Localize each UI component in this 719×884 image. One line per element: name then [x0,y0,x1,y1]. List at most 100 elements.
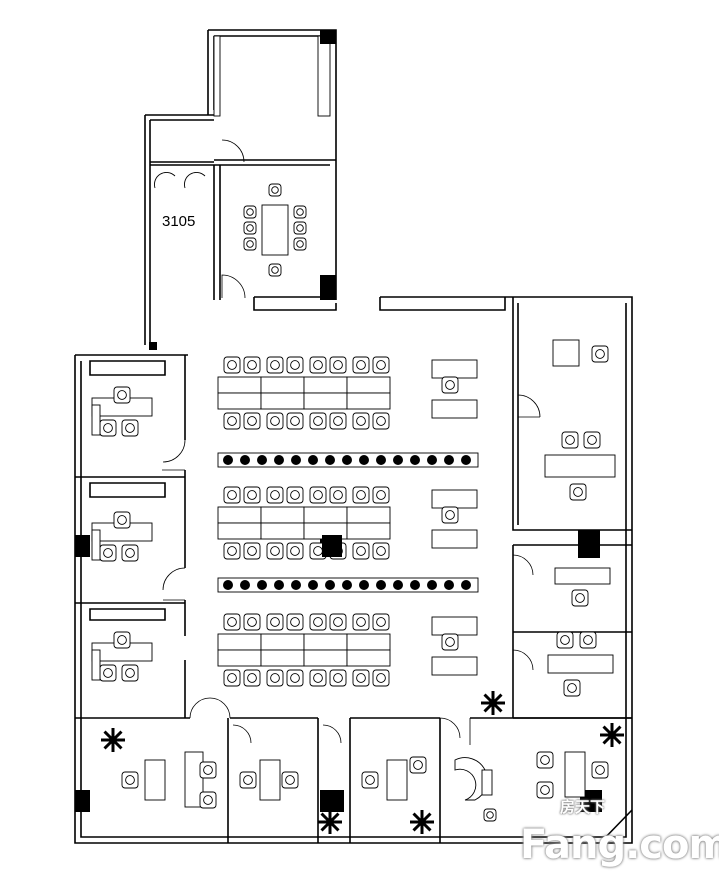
lounge-chair [154,172,176,189]
chair-seat [103,423,113,433]
desk [303,649,348,667]
furniture [91,172,624,834]
desk [303,633,348,651]
chair-seat [270,546,280,556]
chair-seat [575,593,585,603]
chair-seat [333,673,343,683]
chair-seat [376,416,386,426]
desk [431,399,478,419]
planter-plant [342,455,352,465]
chair-seat [587,435,597,445]
chair-seat [573,487,583,497]
desk [184,751,204,808]
chair-seat [271,186,279,194]
desk [547,654,614,674]
chair-seat [567,683,577,693]
walls [74,29,633,844]
columns [75,30,602,812]
chair-seat [270,673,280,683]
planter-plant [325,455,335,465]
chair-seat [376,360,386,370]
planter-plant [274,455,284,465]
chair-seat [560,635,570,645]
chair-seat [227,673,237,683]
chair-seat [333,490,343,500]
planter-plant [444,580,454,590]
planter-plant [274,580,284,590]
chair-seat [227,416,237,426]
chair-seat [356,360,366,370]
chair-seat [356,546,366,556]
planter-plant [240,455,250,465]
desk [431,616,478,636]
plant-icon [608,731,616,739]
desk [431,656,478,676]
chair-seat [356,490,366,500]
chair-seat [313,673,323,683]
chair-seat [376,546,386,556]
planter-plant [325,580,335,590]
planter-plant [291,580,301,590]
planter-plant [223,455,233,465]
desk [259,759,281,801]
chair-seat [540,755,550,765]
desk [217,633,262,651]
planter-plant [427,580,437,590]
desk [217,649,262,667]
plant-icon [489,699,497,707]
planter-plant [393,580,403,590]
chair-seat [103,548,113,558]
sofa [454,757,488,801]
desk [217,376,262,394]
lounge-chair [184,172,206,189]
side-table [552,339,580,367]
chair-seat [285,775,295,785]
desk [217,506,262,524]
chair-seat [243,775,253,785]
planter-plant [393,455,403,465]
chair-seat [270,617,280,627]
chair-seat [203,765,213,775]
watermark-logo: 房天下 Fang.com [520,798,719,882]
planter-plant [257,580,267,590]
desk [431,359,478,379]
chair-seat [595,349,605,359]
chair-seat [203,795,213,805]
chair-seat [227,490,237,500]
chair-seat [290,546,300,556]
planter-plant [342,580,352,590]
desk [260,506,305,524]
desk [386,759,408,801]
chair-seat [333,617,343,627]
chair-seat [247,416,257,426]
chair-seat [117,635,127,645]
chair-seat [290,416,300,426]
planter-plant [308,455,318,465]
chair-seat [540,785,550,795]
planter-plant [461,580,471,590]
chair-seat [445,510,455,520]
chair-seat [583,635,593,645]
chair-seat [247,546,257,556]
desk [260,522,305,540]
desk [217,392,262,410]
chair-seat [125,775,135,785]
chair-seat [313,546,323,556]
planter-plant [461,455,471,465]
desk [544,454,616,478]
chair-seat [445,380,455,390]
planter-plant [291,455,301,465]
chair-seat [313,416,323,426]
desk [217,522,262,540]
chair-seat [247,360,257,370]
column [322,535,342,557]
chair-seat [356,617,366,627]
chair-seat [595,765,605,775]
chair-seat [247,490,257,500]
desk [431,489,478,509]
chair-seat [486,811,494,819]
chair-seat [356,416,366,426]
chair-seat [227,360,237,370]
chair-seat [290,360,300,370]
chair-seat [247,617,257,627]
